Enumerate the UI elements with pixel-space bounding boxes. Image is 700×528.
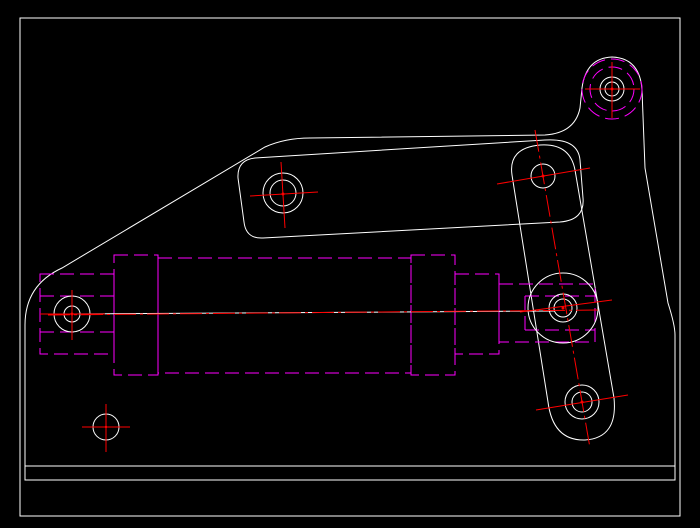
rod-end-clevis bbox=[498, 283, 596, 343]
lower-link-centerline bbox=[534, 129, 591, 449]
hydraulic-cylinder bbox=[39, 254, 596, 376]
lower-link bbox=[511, 144, 615, 441]
base-plate-outline bbox=[24, 56, 676, 467]
base-strip bbox=[24, 465, 676, 481]
top-pivot-hidden-ring bbox=[581, 58, 643, 120]
cylinder-barrel bbox=[157, 257, 412, 374]
cylinder-centerline bbox=[47, 309, 601, 316]
cylinder-front-cap bbox=[410, 254, 456, 376]
cylinder-rear-cap bbox=[113, 254, 159, 376]
upper-link bbox=[237, 139, 584, 239]
drawing-border bbox=[19, 17, 681, 517]
cylinder-gland bbox=[454, 273, 500, 355]
base-mounting-hole bbox=[82, 404, 130, 452]
